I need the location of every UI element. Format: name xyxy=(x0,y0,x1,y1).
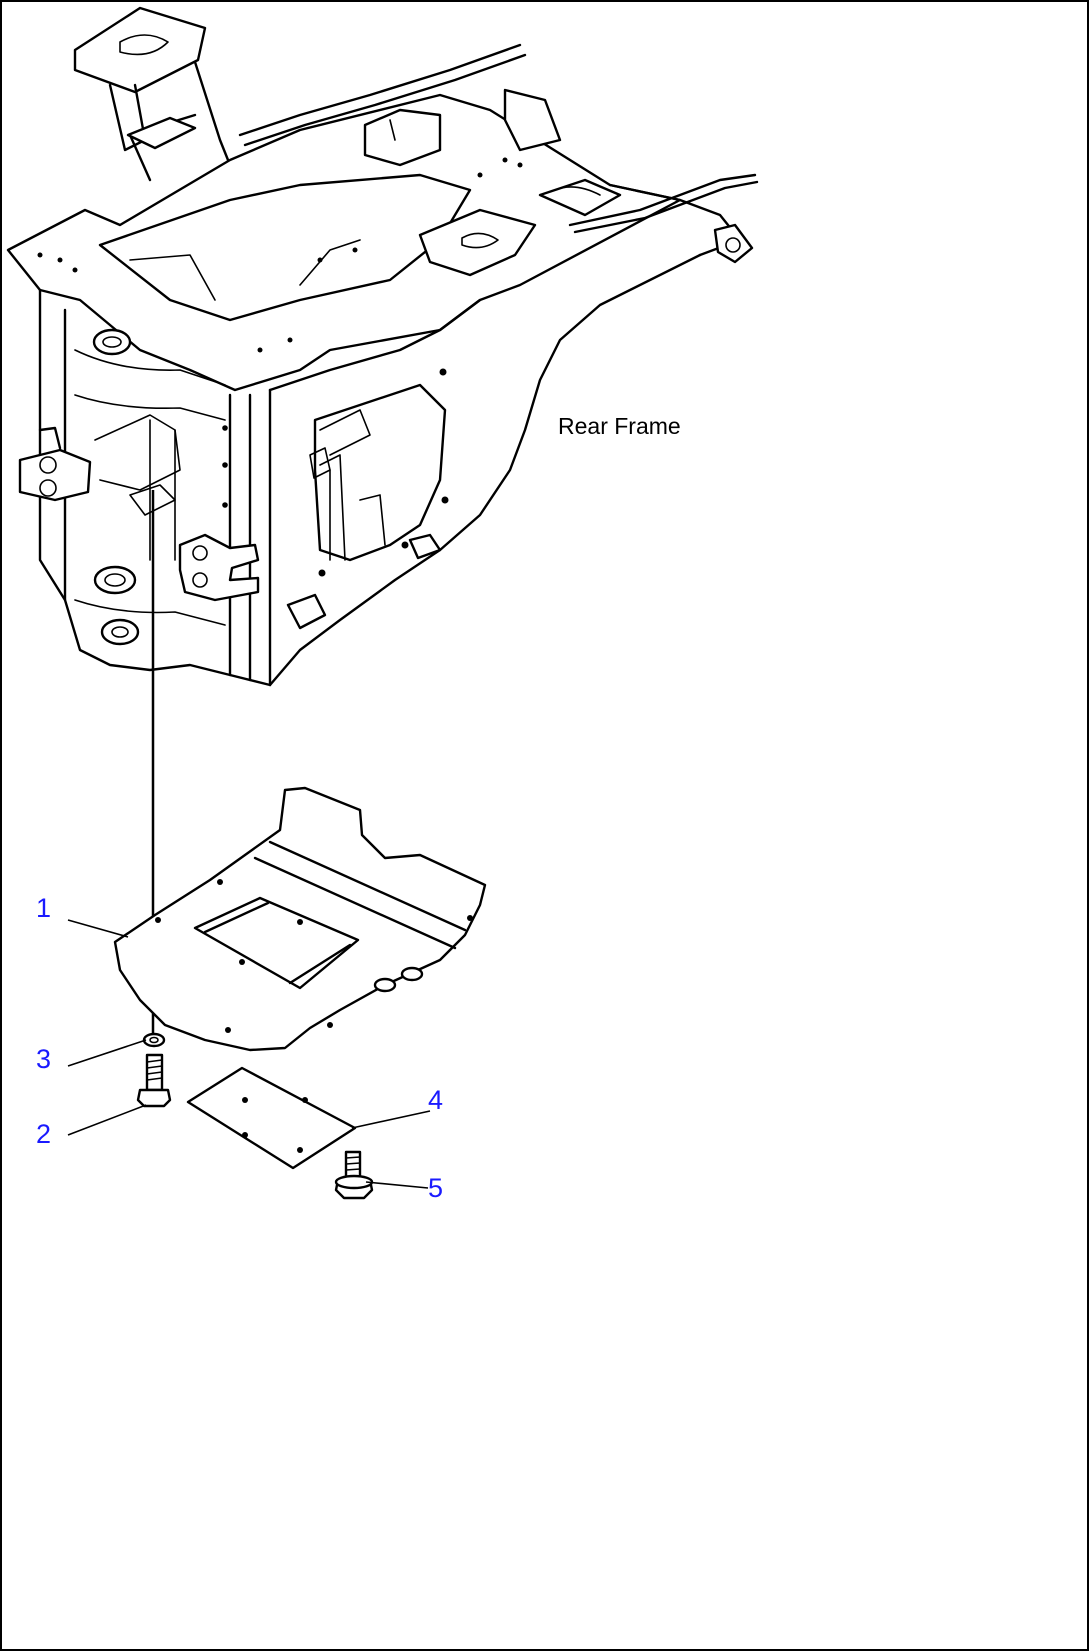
callout-5: 5 xyxy=(428,1173,443,1203)
rear-frame-label: Rear Frame xyxy=(558,413,681,439)
flange-bolt-part-5 xyxy=(334,1150,374,1200)
washer-part-3 xyxy=(142,1032,166,1048)
callout-3: 3 xyxy=(36,1044,51,1074)
bolt-part-2 xyxy=(136,1053,172,1108)
callout-4: 4 xyxy=(428,1085,443,1115)
rear-frame-drawing xyxy=(6,6,759,687)
callout-1: 1 xyxy=(36,893,51,923)
callout-2: 2 xyxy=(36,1119,51,1149)
leader-lines xyxy=(67,919,431,1189)
inspection-cover-part-4 xyxy=(186,1066,357,1170)
under-cover-part-1 xyxy=(113,786,487,1052)
